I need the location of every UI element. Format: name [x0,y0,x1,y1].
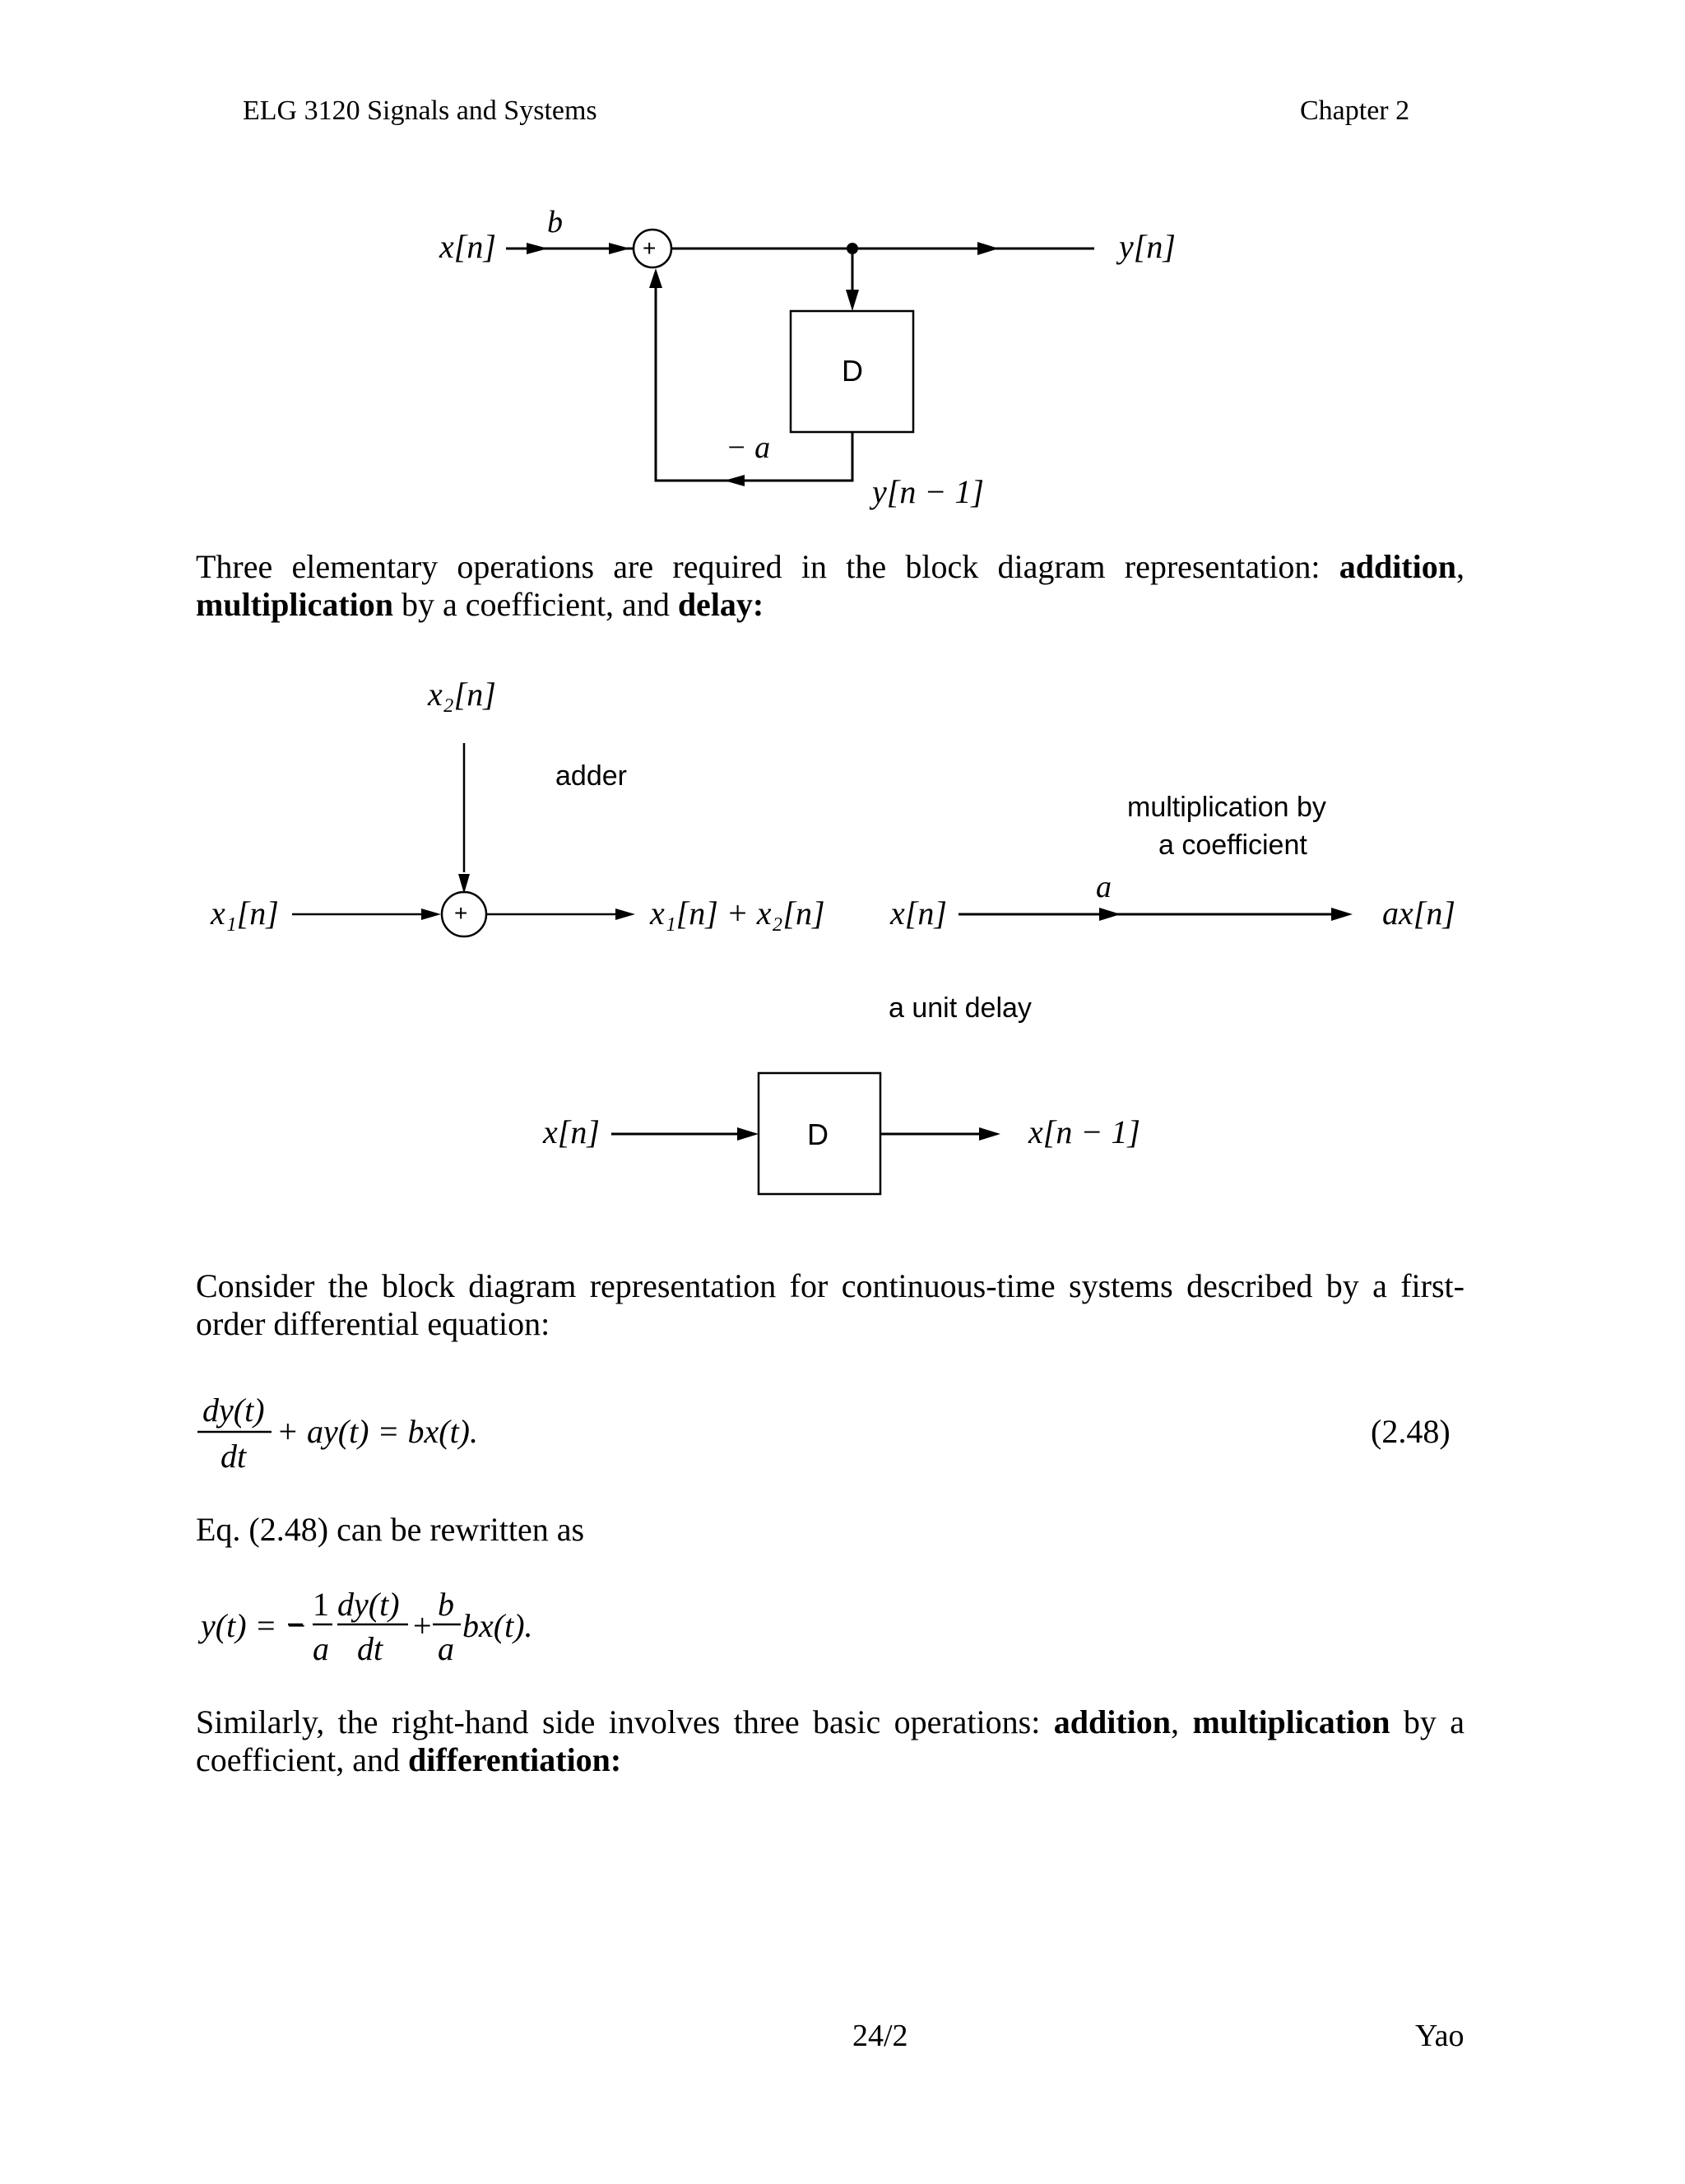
eq-rewrite-f3-num: b [438,1586,454,1623]
fig2-mult-input: x[n] [890,895,947,932]
para4-bold-multiplication: multiplication [1192,1703,1390,1740]
fig1-input-label: x[n] [439,228,496,265]
para1-bold-delay: delay: [677,586,764,623]
para4-bold-differentiation: differentiation: [408,1741,622,1778]
fig2-mult-title-line1: multiplication by [1127,792,1326,823]
para4-bold-addition: addition [1053,1703,1172,1740]
paragraph-right-hand-side: Similarly, the right-hand side involves … [196,1703,1465,1779]
para1-text-b: , [1456,548,1465,585]
fig1-delay-box-label: D [842,354,863,388]
fig2-x1-label: x₁[n] [211,895,279,932]
para4-text-a: Similarly, the right-hand side involves … [196,1703,1054,1740]
para4-text-c: by a coefficient, and [196,1703,1465,1778]
arrow-head [527,243,548,254]
arrow-head [649,268,662,288]
fig1-output-label: y[n] [1119,228,1176,265]
eq248-rest: + ay(t) = bx(t). [276,1413,478,1450]
arrow-head [421,908,441,920]
paragraph-elementary-operations: Three elementary operations are required… [196,548,1465,624]
paragraph-continuous-time: Consider the block diagram representatio… [196,1267,1465,1342]
chapter-label: Chapter 2 [1300,95,1410,126]
arrow-head [1099,908,1121,921]
arrow-head [724,475,745,486]
figure1-recursive-system [506,228,1094,486]
fig2-mult-output: ax[n] [1382,895,1455,932]
eq248-number: (2.48) [1371,1413,1451,1450]
fig2-x2-label: x₂[n] [428,676,496,713]
figure2-adder [292,743,635,938]
para4-text-b: , [1171,1703,1193,1740]
arrow-head [458,874,470,894]
eq-rewrite-lhs: y(t) = − [201,1607,308,1644]
fraction-bars [197,1430,461,1626]
eq-rewrite-f1-den: a [313,1630,329,1667]
arrow-head [609,243,630,254]
fig2-mult-coefficient: a [1096,870,1112,904]
eq-rewrite-f2-den: dt [357,1630,383,1667]
fig2-mult-title-line2: a coefficient [1158,829,1307,861]
arrow-head [737,1127,759,1141]
arrow-head [846,290,859,311]
fig1-feedback-gain: − a [726,430,771,465]
course-title: ELG 3120 Signals and Systems [243,95,597,126]
arrow-head [977,242,999,255]
fig1-delayed-output: y[n − 1] [872,473,984,510]
para1-bold-addition: addition [1339,548,1456,585]
fig2-adder-title: adder [555,760,627,792]
arrow-head [615,908,635,920]
arrow-head [1331,908,1353,921]
arrow-head [979,1127,1000,1141]
fig2-adder-symbol: + [454,900,468,926]
eq-rewrite-f3-den: a [438,1630,454,1667]
para1-bold-multiplication: multiplication [196,586,394,623]
eq-rewrite-f2-num: dy(t) [337,1586,400,1623]
fig2-delay-output: x[n − 1] [1028,1113,1140,1150]
fig2-delay-input: x[n] [543,1113,600,1150]
page-number: 24/2 [852,2019,908,2053]
para1-text-a: Three elementary operations are required… [196,548,1339,585]
para1-text-c: by a coefficient, and [393,586,678,623]
author-name: Yao [1415,2019,1465,2053]
figure2-unit-delay [611,1071,1000,1196]
fig2-delay-title: a unit delay [889,992,1032,1024]
fig1-adder-symbol: + [643,235,657,261]
eq-rewrite-plus: + [413,1607,432,1644]
paragraph-rewritten: Eq. (2.48) can be rewritten as [196,1511,585,1548]
fig1-gain-b: b [547,205,563,239]
fig2-sum-label: x₁[n] + x₂[n] [650,895,825,932]
eq-rewrite-tail: bx(t). [462,1607,533,1644]
eq248-numerator: dy(t) [202,1392,265,1429]
eq-rewrite-f1-num: 1 [313,1586,329,1623]
fig2-delay-box-label: D [807,1118,829,1151]
figure2-multiplier [959,908,1353,921]
eq248-denominator: dt [220,1438,247,1475]
